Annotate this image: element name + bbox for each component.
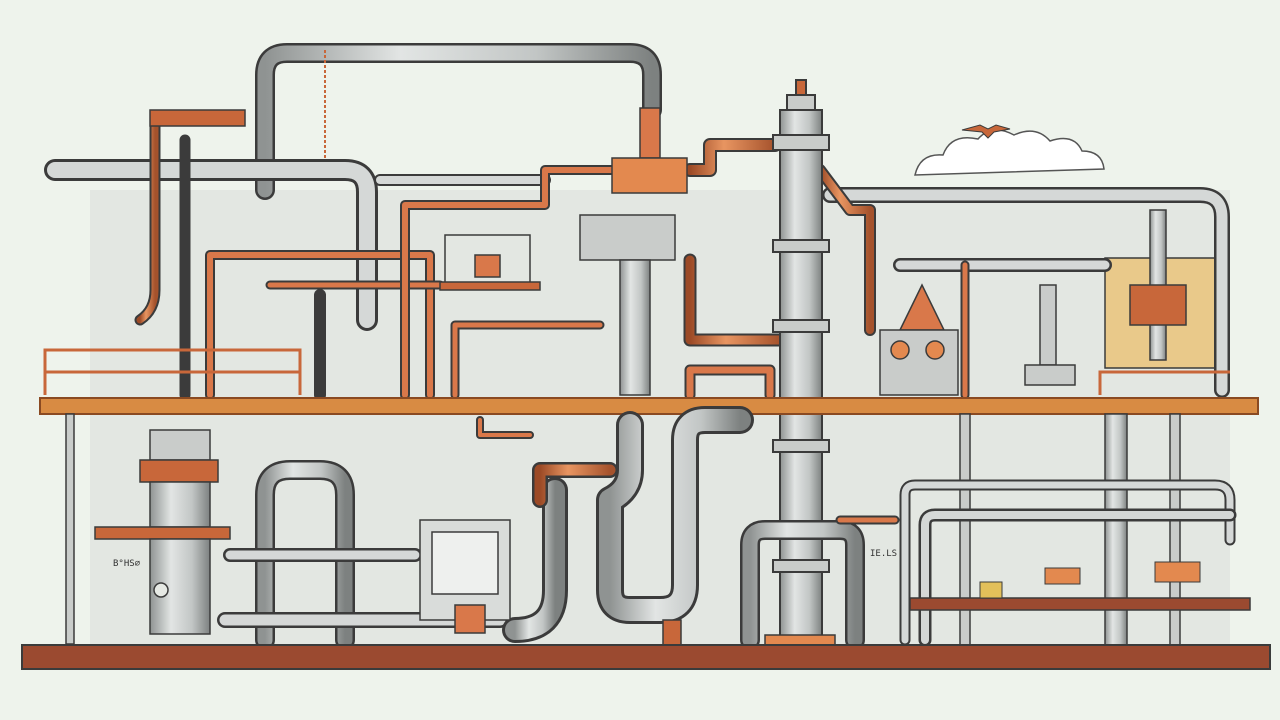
boiler-right [879, 283, 959, 396]
main-distillation-column [772, 79, 830, 656]
upper-copper-pipes [134, 114, 970, 401]
main-deck [39, 397, 1259, 415]
right-work-bench [909, 597, 1251, 611]
bench-items [979, 561, 1201, 599]
control-cabinet [419, 519, 511, 621]
top-left-copper-beam [149, 109, 246, 127]
tank-tag-label: B°HS∅ [113, 559, 141, 569]
ground-base [21, 644, 1271, 670]
cloud [914, 129, 1105, 176]
storage-tank [94, 429, 231, 635]
lower-steel-pipes [217, 406, 1237, 650]
valve-assembly-right [1024, 209, 1187, 386]
small-machine-left [439, 234, 541, 291]
upper-steel-pipes [44, 43, 1230, 398]
railings [43, 348, 1230, 395]
support-posts [65, 413, 1181, 655]
panel-tag-label: IE.LS [870, 549, 897, 559]
lower-copper-pipes [476, 416, 900, 525]
bird [961, 124, 1011, 139]
central-pump-unit [579, 107, 688, 396]
